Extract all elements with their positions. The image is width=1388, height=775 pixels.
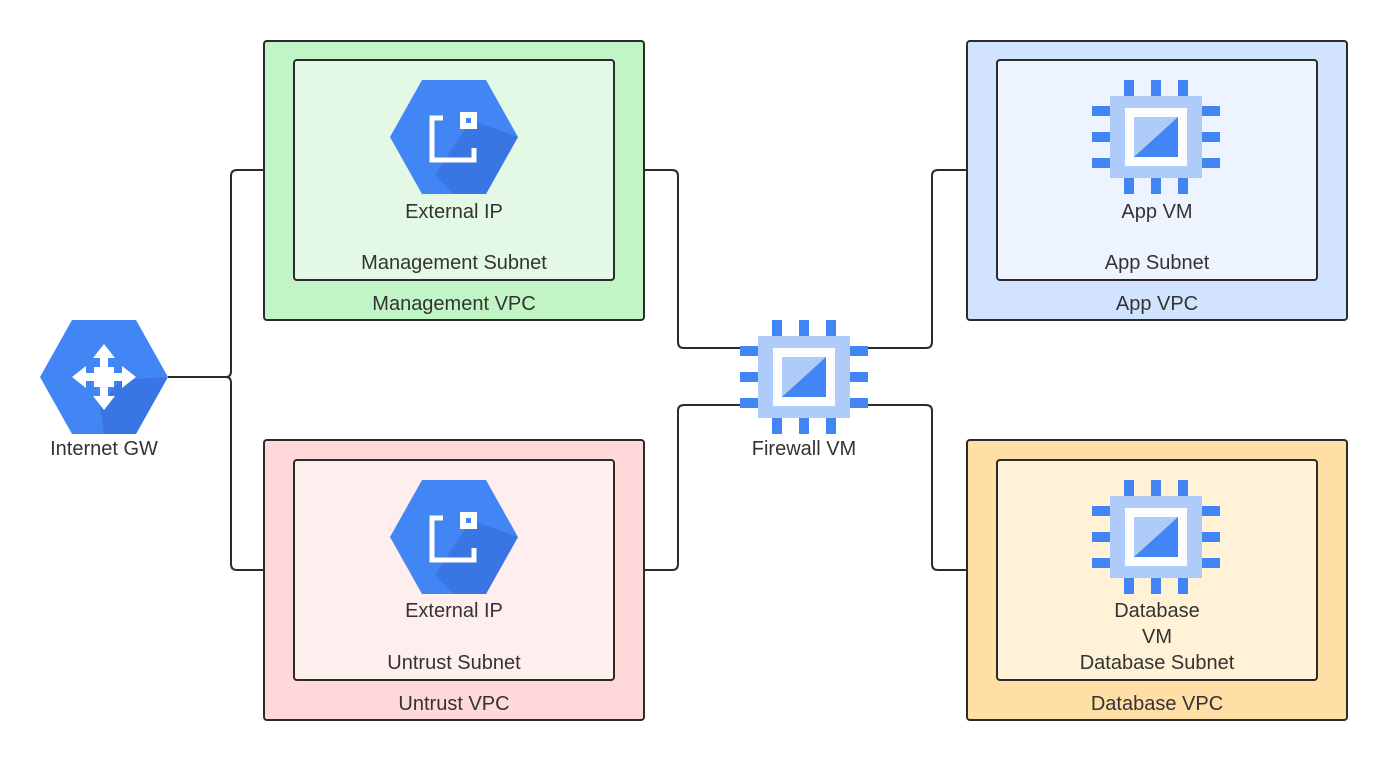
untrust-subnet-label: Untrust Subnet — [387, 652, 521, 674]
management-external-ip-icon[interactable] — [390, 80, 518, 194]
untrust-external-ip-icon[interactable] — [390, 480, 518, 594]
database-vm-icon[interactable] — [1092, 480, 1222, 594]
database-vm-label-line2: VM — [1142, 626, 1172, 648]
database-subnet-label: Database Subnet — [1079, 652, 1235, 674]
management-vpc-label: Management VPC — [372, 293, 536, 315]
app-subnet-label: App Subnet — [1104, 252, 1210, 274]
app-vm-label: App VM — [1121, 201, 1193, 223]
management-external-ip-label: External IP — [405, 201, 503, 223]
app-vpc-label: App VPC — [1115, 293, 1199, 315]
database-vpc-label: Database VPC — [1090, 693, 1224, 715]
database-vm-label-line1: Database — [1114, 600, 1200, 622]
firewall-vm-label: Firewall VM — [751, 438, 857, 460]
untrust-vpc-label: Untrust VPC — [398, 693, 510, 715]
management-subnet-label: Management Subnet — [361, 252, 547, 274]
firewall-vm-icon[interactable] — [740, 320, 870, 434]
internet-gateway-icon[interactable] — [40, 320, 168, 434]
internet-gw-label: Internet GW — [50, 438, 158, 460]
untrust-external-ip-label: External IP — [405, 600, 503, 622]
app-vm-icon[interactable] — [1092, 80, 1222, 194]
